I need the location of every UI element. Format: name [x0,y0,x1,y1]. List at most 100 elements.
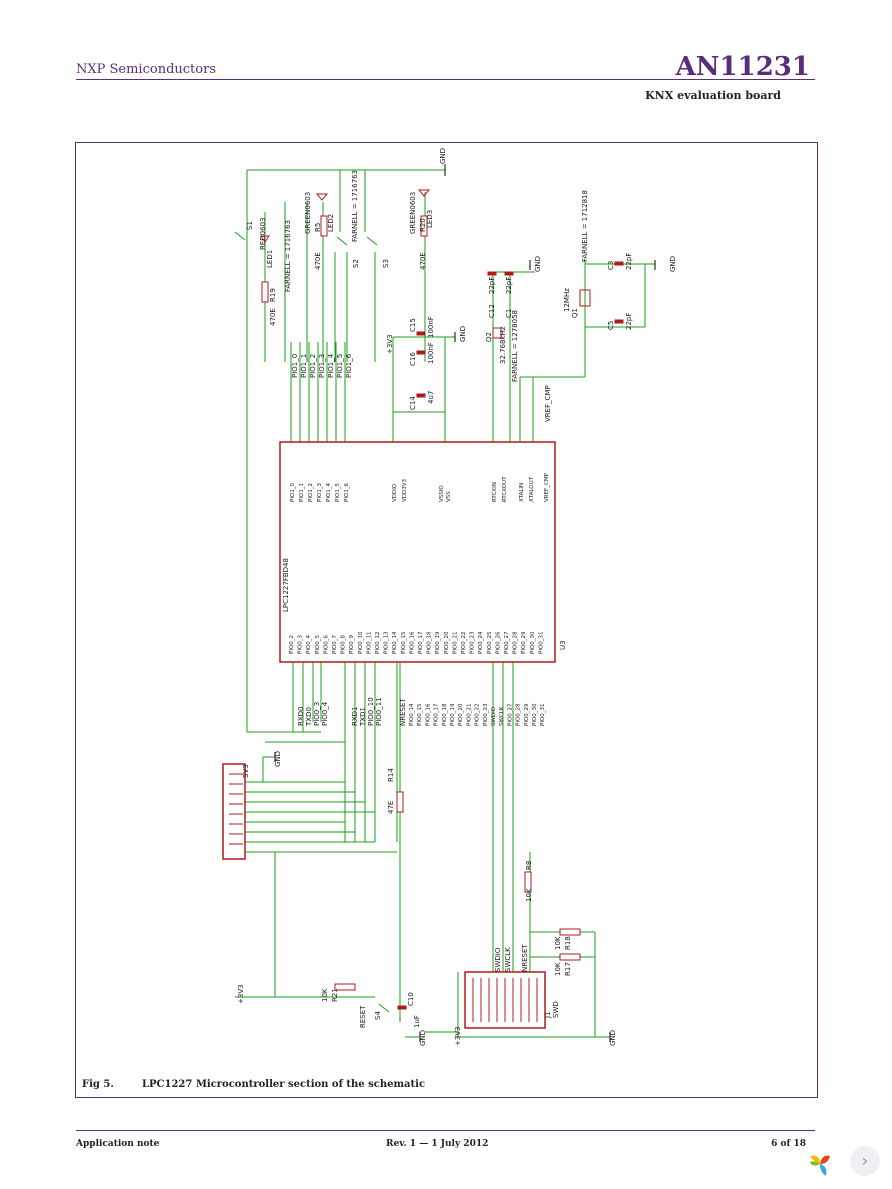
chip-top-pin: VREF_CMP [544,472,550,502]
chip-right-net: PIO0_22 [475,703,481,726]
c1-val: 22pF [505,277,513,294]
chip-left-pin: PIO0_26 [495,631,501,654]
chip-part-label: LPC1227FBD48 [282,558,290,612]
net-pio0-3: PIO0_3 [313,702,321,726]
c14-ref: C14 [409,396,417,410]
net-pio1-3: PIO1_3 [318,354,326,378]
net-nreset: NRESET [399,698,407,726]
r17-val: 10K [554,962,562,976]
chip-right-net: PIO0_21 [466,703,472,726]
s2-label: S2 [352,259,360,268]
gnd-label-q1: GND [669,256,677,272]
r18-ref: R18 [564,936,572,950]
chip-left-pin: PIO0_2 [289,635,295,654]
chip-left-pin: PIO0_20 [444,631,450,654]
chip-u3-body [279,441,556,663]
chip-top-pin: PIO1_4 [326,482,332,502]
led1-part: RED0603 [259,218,267,251]
net-pio1-6: PIO1_6 [345,353,353,378]
footer-revision: Rev. 1 — 1 July 2012 [386,1139,489,1149]
r8-val: 10K [525,888,533,902]
net-rxd0: RXD0 [297,706,305,726]
chip-left-pin: PIO0_14 [392,631,398,654]
sv3-label: SV3 [242,764,250,778]
chip-top-pin: XTALIN [519,483,525,502]
reset-label: RESET [359,1005,367,1028]
chip-left-pin: PIO0_29 [521,631,527,654]
chip-left-pin: PIO0_18 [427,631,433,654]
chip-right-net: PIO0_19 [450,703,456,726]
chip-left-pin: PIO0_22 [461,631,467,654]
chip-right-net: PIO0_23 [483,703,489,726]
r21-ref: R21 [331,988,339,1002]
footer-doc-type: Application note [76,1139,160,1149]
net-nreset-j1: NRESET [521,944,529,972]
q1-val: 12MHz [563,288,571,312]
c15-ref: C15 [409,318,417,332]
footer-rule [76,1130,815,1131]
chip-left-pin: PIO0_24 [478,631,484,654]
chip-left-pin: PIO0_6 [323,634,329,654]
chip-left-pin: PIO0_27 [504,631,510,654]
header-rule [76,79,815,80]
q1-farnell: FARNELL = 1712818 [581,190,589,262]
chip-right-net: PIO0_27 [507,703,513,726]
chip-right-net: PIO0_16 [425,703,431,726]
r20-ref: R20 [419,218,427,232]
chip-top-pin: PIO1_6 [344,482,350,502]
led1-farnell: FARNELL = 1716763 [284,220,292,292]
net-txd1: TXD1 [359,707,367,727]
connector-sv3-body [222,763,246,860]
chip-left-pin: PIO0_4 [306,634,312,654]
v3v3-label-caps: +3V3 [386,334,394,354]
net-swdio: SWDIO [494,947,502,972]
chip-left-pin: PIO0_25 [487,631,493,654]
chip-left-pin: PIO0_31 [538,631,544,654]
v3v3-label-j1: +3V3 [454,1026,462,1046]
chip-top-pin: PIO1_0 [290,482,296,502]
gnd-label-caps: GND [459,326,467,342]
chip-top-pin: VSSIO [439,485,445,502]
net-rxd1: RXD1 [351,706,359,726]
net-pio0-4: PIO0_4 [321,701,329,726]
schematic-diagram: U3 LPC1227FBD48 S1 S2 S3 S4 LED1 RED0603… [222,148,677,1046]
r5-ref: R5 [314,223,322,232]
r20-val: 470E [419,252,427,270]
chip-top-pin: VDDIO [392,483,398,502]
r8-ref: R8 [525,861,533,870]
figure-label: Fig 5. [82,1079,114,1090]
chip-top-pin: RTCXOUT [502,476,508,502]
next-page-button[interactable]: › [850,1146,880,1176]
chip-left-pin: PIO0_21 [452,631,458,654]
net-txd0: TXD0 [305,707,313,727]
chip-top-pin: XTALOUT [529,476,535,502]
net-pio0-10: PIO0_10 [367,697,375,726]
q2-farnell: FARNELL = 1278058 [511,310,519,382]
chip-left-pin: PIO0_17 [418,631,424,654]
chip-right-net: PIO0_17 [434,703,440,726]
j1-label: J1 [544,1011,552,1019]
document-id: AN11231 [675,52,810,82]
c10-val: 1uF [413,1015,421,1028]
chip-right-net: PIO0_15 [417,703,423,726]
chip-left-pin: PIO0_19 [435,631,441,654]
chip-left-pin: PIO0_7 [332,634,338,654]
chip-left-pin: PIO0_9 [349,634,355,654]
chip-left-pin: PIO0_30 [530,631,536,654]
r19-ref: R19 [269,288,277,302]
c5-ref: C5 [607,321,615,330]
chip-left-pin: PIO0_5 [315,634,321,654]
led2-farnell: FARNELL = 1716763 [351,170,359,242]
net-pio1-4: PIO1_4 [327,353,335,378]
gnd-label-reset: GND [419,1030,427,1046]
c12-val: 22pF [488,277,496,294]
chip-top-pin: RTCXIN [492,482,498,502]
s4-label: S4 [374,1011,382,1020]
s1-label: S1 [246,221,254,230]
chip-right-net: PIO0_31 [540,703,546,726]
chip-left-pin: PIO0_16 [409,631,415,654]
net-pio1-1: PIO1_1 [300,354,308,378]
c16-val: 100nF [427,342,435,364]
c5-val: 22pF [625,313,633,330]
chip-top-pin: PIO1_5 [335,482,341,502]
